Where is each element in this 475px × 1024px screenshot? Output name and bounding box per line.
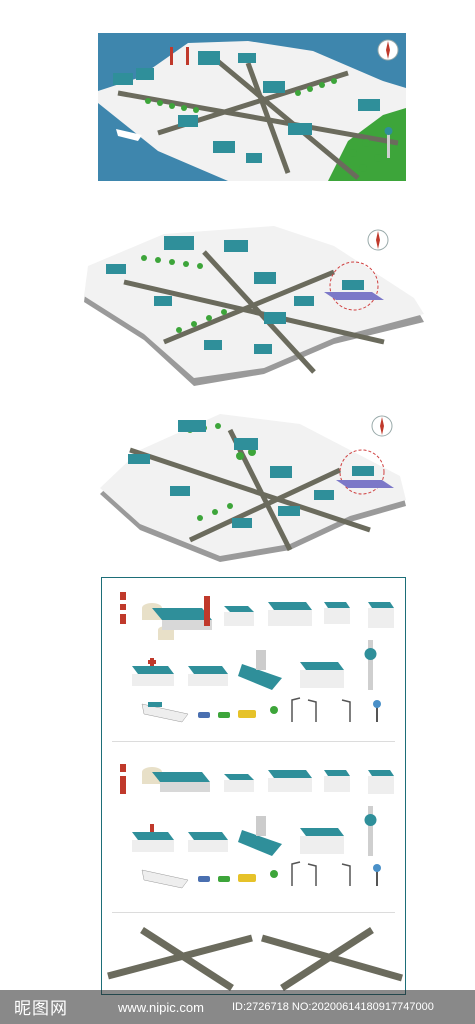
compass-icon (371, 415, 393, 437)
office-building-icon (224, 774, 254, 792)
crossroad-right (261, 927, 403, 991)
office-building-icon (300, 662, 344, 688)
compass-icon (377, 39, 399, 61)
chimney-icon (120, 764, 126, 794)
buildings (128, 420, 334, 528)
street-lamp-icon (291, 861, 301, 886)
road-network (123, 250, 385, 374)
car-icon (198, 876, 210, 882)
watermark-url[interactable]: www.nipic.com (118, 1000, 204, 1015)
ship-icon (141, 869, 189, 889)
tree-row (141, 255, 227, 333)
isometric-city-map-color (98, 33, 406, 181)
tv-tower-icon (364, 806, 377, 856)
chimney-icon (170, 47, 189, 65)
bus-icon (238, 710, 256, 718)
car-icon (198, 712, 210, 718)
watermark-bar (0, 990, 475, 1024)
station-icon (238, 650, 282, 690)
office-building-icon (224, 606, 254, 626)
office-building-icon (368, 602, 394, 628)
office-building-icon (268, 770, 312, 792)
land-area (100, 414, 406, 556)
isometric-city-map-grey-2 (100, 410, 406, 568)
chimney-icon (204, 596, 210, 626)
office-building-icon (368, 770, 394, 794)
car-icon (218, 712, 230, 718)
element-sheet (101, 577, 406, 995)
factory-icon (152, 772, 210, 792)
office-building-icon (188, 666, 228, 686)
isometric-city-map-grey-1 (84, 222, 428, 394)
factory-area (336, 449, 394, 495)
section-divider (112, 741, 395, 742)
street-lamp-icon (307, 699, 317, 722)
crossroad-left (107, 927, 253, 991)
section-divider (112, 912, 395, 913)
office-building-icon (324, 602, 350, 624)
station-icon (238, 816, 282, 856)
hospital-icon (132, 824, 174, 852)
buildings (106, 236, 314, 354)
office-building-icon (324, 770, 350, 792)
tv-tower-icon (384, 127, 393, 158)
crossroad-elements (107, 927, 403, 991)
street-lamp-icon (291, 697, 301, 722)
sign-icon (373, 700, 381, 722)
element-group-color-2 (120, 764, 394, 889)
watermark-logo: 昵图网 (14, 999, 68, 1019)
buildings (113, 51, 380, 163)
watermark-id: ID:2726718 NO:20200614180917747000 (232, 1001, 434, 1013)
sign-icon (373, 864, 381, 886)
ship-icon (141, 702, 189, 723)
street-lamp-icon (341, 699, 351, 722)
street-lamp-icon (307, 863, 317, 886)
chimney-icon (120, 592, 126, 624)
bus-icon (238, 874, 256, 882)
factory-area (324, 261, 384, 311)
street-lamp-icon (341, 863, 351, 886)
ship-icon (116, 129, 142, 141)
tv-tower-icon (364, 640, 377, 690)
factory-icon (152, 608, 212, 630)
office-building-icon (268, 602, 312, 626)
compass-icon (367, 229, 389, 251)
car-icon (218, 876, 230, 882)
hospital-icon (132, 658, 174, 686)
element-group-color (120, 592, 394, 723)
office-building-icon (188, 832, 228, 852)
office-building-icon (300, 828, 344, 854)
tree-icon (270, 706, 278, 714)
land-area (98, 41, 406, 181)
tree-icon (270, 870, 278, 878)
